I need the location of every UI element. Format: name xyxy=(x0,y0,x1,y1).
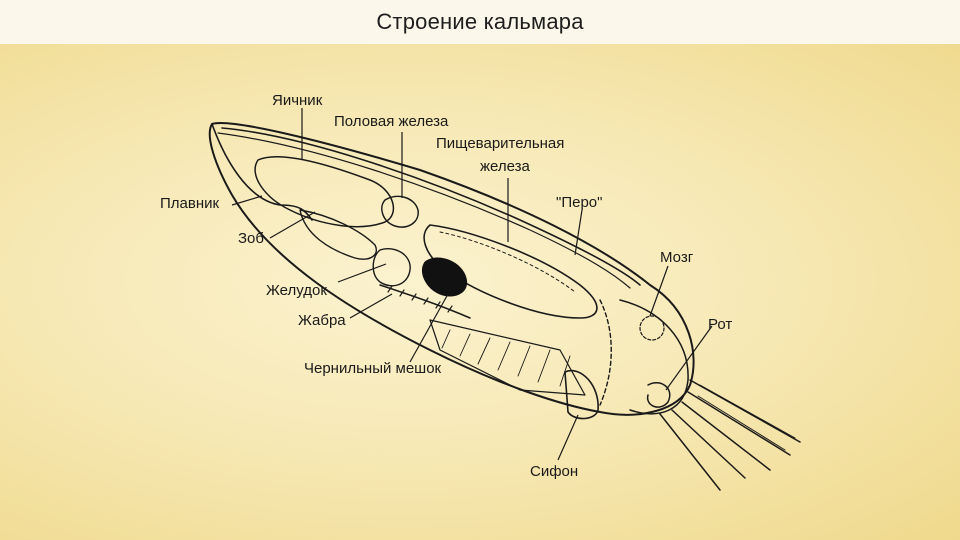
arms xyxy=(659,379,801,491)
fin-outline xyxy=(211,123,313,221)
ovary-shape xyxy=(254,156,395,228)
label-mouth: Рот xyxy=(708,316,733,333)
gonad-shape xyxy=(381,195,419,228)
leader-pen xyxy=(574,209,583,256)
leader-crop xyxy=(269,211,316,239)
gill-shape xyxy=(379,284,471,319)
leader-brain xyxy=(649,265,669,317)
head-line xyxy=(599,299,612,406)
label-pen: "Перо" xyxy=(556,194,603,211)
slide-title: Строение кальмара xyxy=(376,9,584,34)
mouth-shape xyxy=(646,381,671,408)
label-ovary: Яичник xyxy=(272,92,323,109)
leader-fin xyxy=(231,195,263,206)
label-stomach: Желудок xyxy=(266,282,327,299)
diagram-area xyxy=(0,44,960,540)
leader-mouth xyxy=(665,325,713,391)
label-ink-sac: Чернильный мешок xyxy=(304,360,442,377)
crop-shape xyxy=(299,209,377,260)
label-digestive-gland-2: железа xyxy=(480,158,530,175)
head-outline xyxy=(619,299,689,415)
leader-stomach xyxy=(337,263,387,283)
ventral-hatch xyxy=(429,319,586,396)
label-siphon: Сифон xyxy=(530,463,579,480)
label-brain: Мозг xyxy=(660,249,694,266)
label-crop: Зоб xyxy=(238,230,264,247)
leader-siphon xyxy=(557,414,579,461)
label-gonad: Половая железа xyxy=(334,113,449,130)
mantle-outline xyxy=(208,122,695,416)
ink-sac-shape xyxy=(421,257,468,297)
pen-line xyxy=(221,127,641,286)
label-gill: Жабра xyxy=(298,312,346,329)
label-digestive-gland-1: Пищеварительная xyxy=(436,135,565,152)
leader-gill xyxy=(349,293,393,319)
slide-header: Строение кальмара xyxy=(0,0,960,44)
siphon-shape xyxy=(564,369,599,420)
leader-ink xyxy=(409,293,449,363)
brain-shape xyxy=(639,315,665,341)
label-fin: Плавник xyxy=(160,195,220,212)
stomach-shape xyxy=(372,248,411,287)
